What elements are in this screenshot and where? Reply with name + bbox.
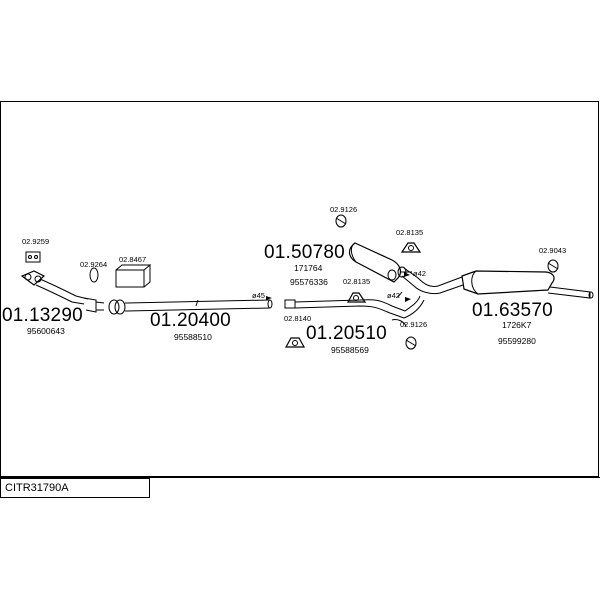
gasket-a-drawing — [25, 251, 41, 263]
diameter-b-arrow — [405, 297, 411, 302]
hanger-top-drawing — [400, 242, 422, 253]
center-silencer-ref2: 95576336 — [290, 277, 328, 287]
rear-silencer-code: 01.63570 — [472, 300, 553, 321]
diameter-a-label: ø42 — [413, 269, 426, 278]
rear-link-pipe-ref: 95588569 — [331, 345, 369, 355]
diameter-b-leader — [397, 291, 403, 298]
hanger-low-code: 02.8140 — [284, 314, 312, 323]
diameter-45-arrow — [266, 296, 272, 300]
hanger-low-drawing — [284, 337, 306, 348]
diameter-45-leader — [195, 299, 199, 307]
clamp-top-code: 02.9126 — [330, 205, 358, 214]
adapter-drawing — [284, 299, 296, 309]
middle-pipe-ref: 95588510 — [174, 332, 212, 342]
diameter-a-arrow — [404, 272, 410, 277]
center-silencer-code: 01.50780 — [264, 242, 345, 263]
center-silencer-drawing — [348, 242, 407, 283]
connector-pipe-drawing — [401, 267, 464, 295]
rear-silencer-ref1: 1726K7 — [502, 320, 532, 330]
clamp-top-drawing — [335, 214, 347, 228]
hanger-rear-drawing — [547, 259, 559, 273]
hanger-mid-code: 02.8135 — [343, 277, 371, 286]
kit-box-code: 02.8467 — [119, 255, 147, 264]
middle-pipe-code: 01.20400 — [150, 310, 231, 331]
ring-a-drawing — [89, 267, 99, 283]
middle-pipe-diameter: ø45 — [252, 291, 265, 300]
clamp-low-code: 02.9126 — [400, 320, 428, 329]
kit-box-drawing — [115, 264, 152, 288]
rear-link-pipe-drawing — [294, 295, 425, 327]
ring-a-code: 02.9264 — [80, 260, 108, 269]
hanger-mid-drawing — [346, 292, 367, 303]
rear-silencer-ref2: 95599280 — [498, 336, 536, 346]
diagram-frame — [0, 101, 599, 477]
front-pipe-drawing — [20, 270, 105, 313]
center-silencer-ref1: 171764 — [294, 263, 323, 273]
gasket-a-code: 02.9259 — [22, 237, 50, 246]
front-pipe-code: 01.13290 — [2, 305, 83, 326]
diagram-code: CITR31790A — [0, 478, 150, 498]
frame-divider — [0, 477, 600, 478]
clamp-low-drawing — [405, 336, 417, 350]
clamp-middle-drawing — [108, 299, 126, 315]
diameter-b-label: ø42 — [387, 291, 400, 300]
front-pipe-ref: 95600643 — [27, 326, 65, 336]
rear-silencer-drawing — [461, 270, 594, 299]
rear-link-pipe-code: 01.20510 — [306, 323, 387, 344]
hanger-rear-code: 02.9043 — [539, 246, 567, 255]
hanger-top-code: 02.8135 — [396, 228, 424, 237]
